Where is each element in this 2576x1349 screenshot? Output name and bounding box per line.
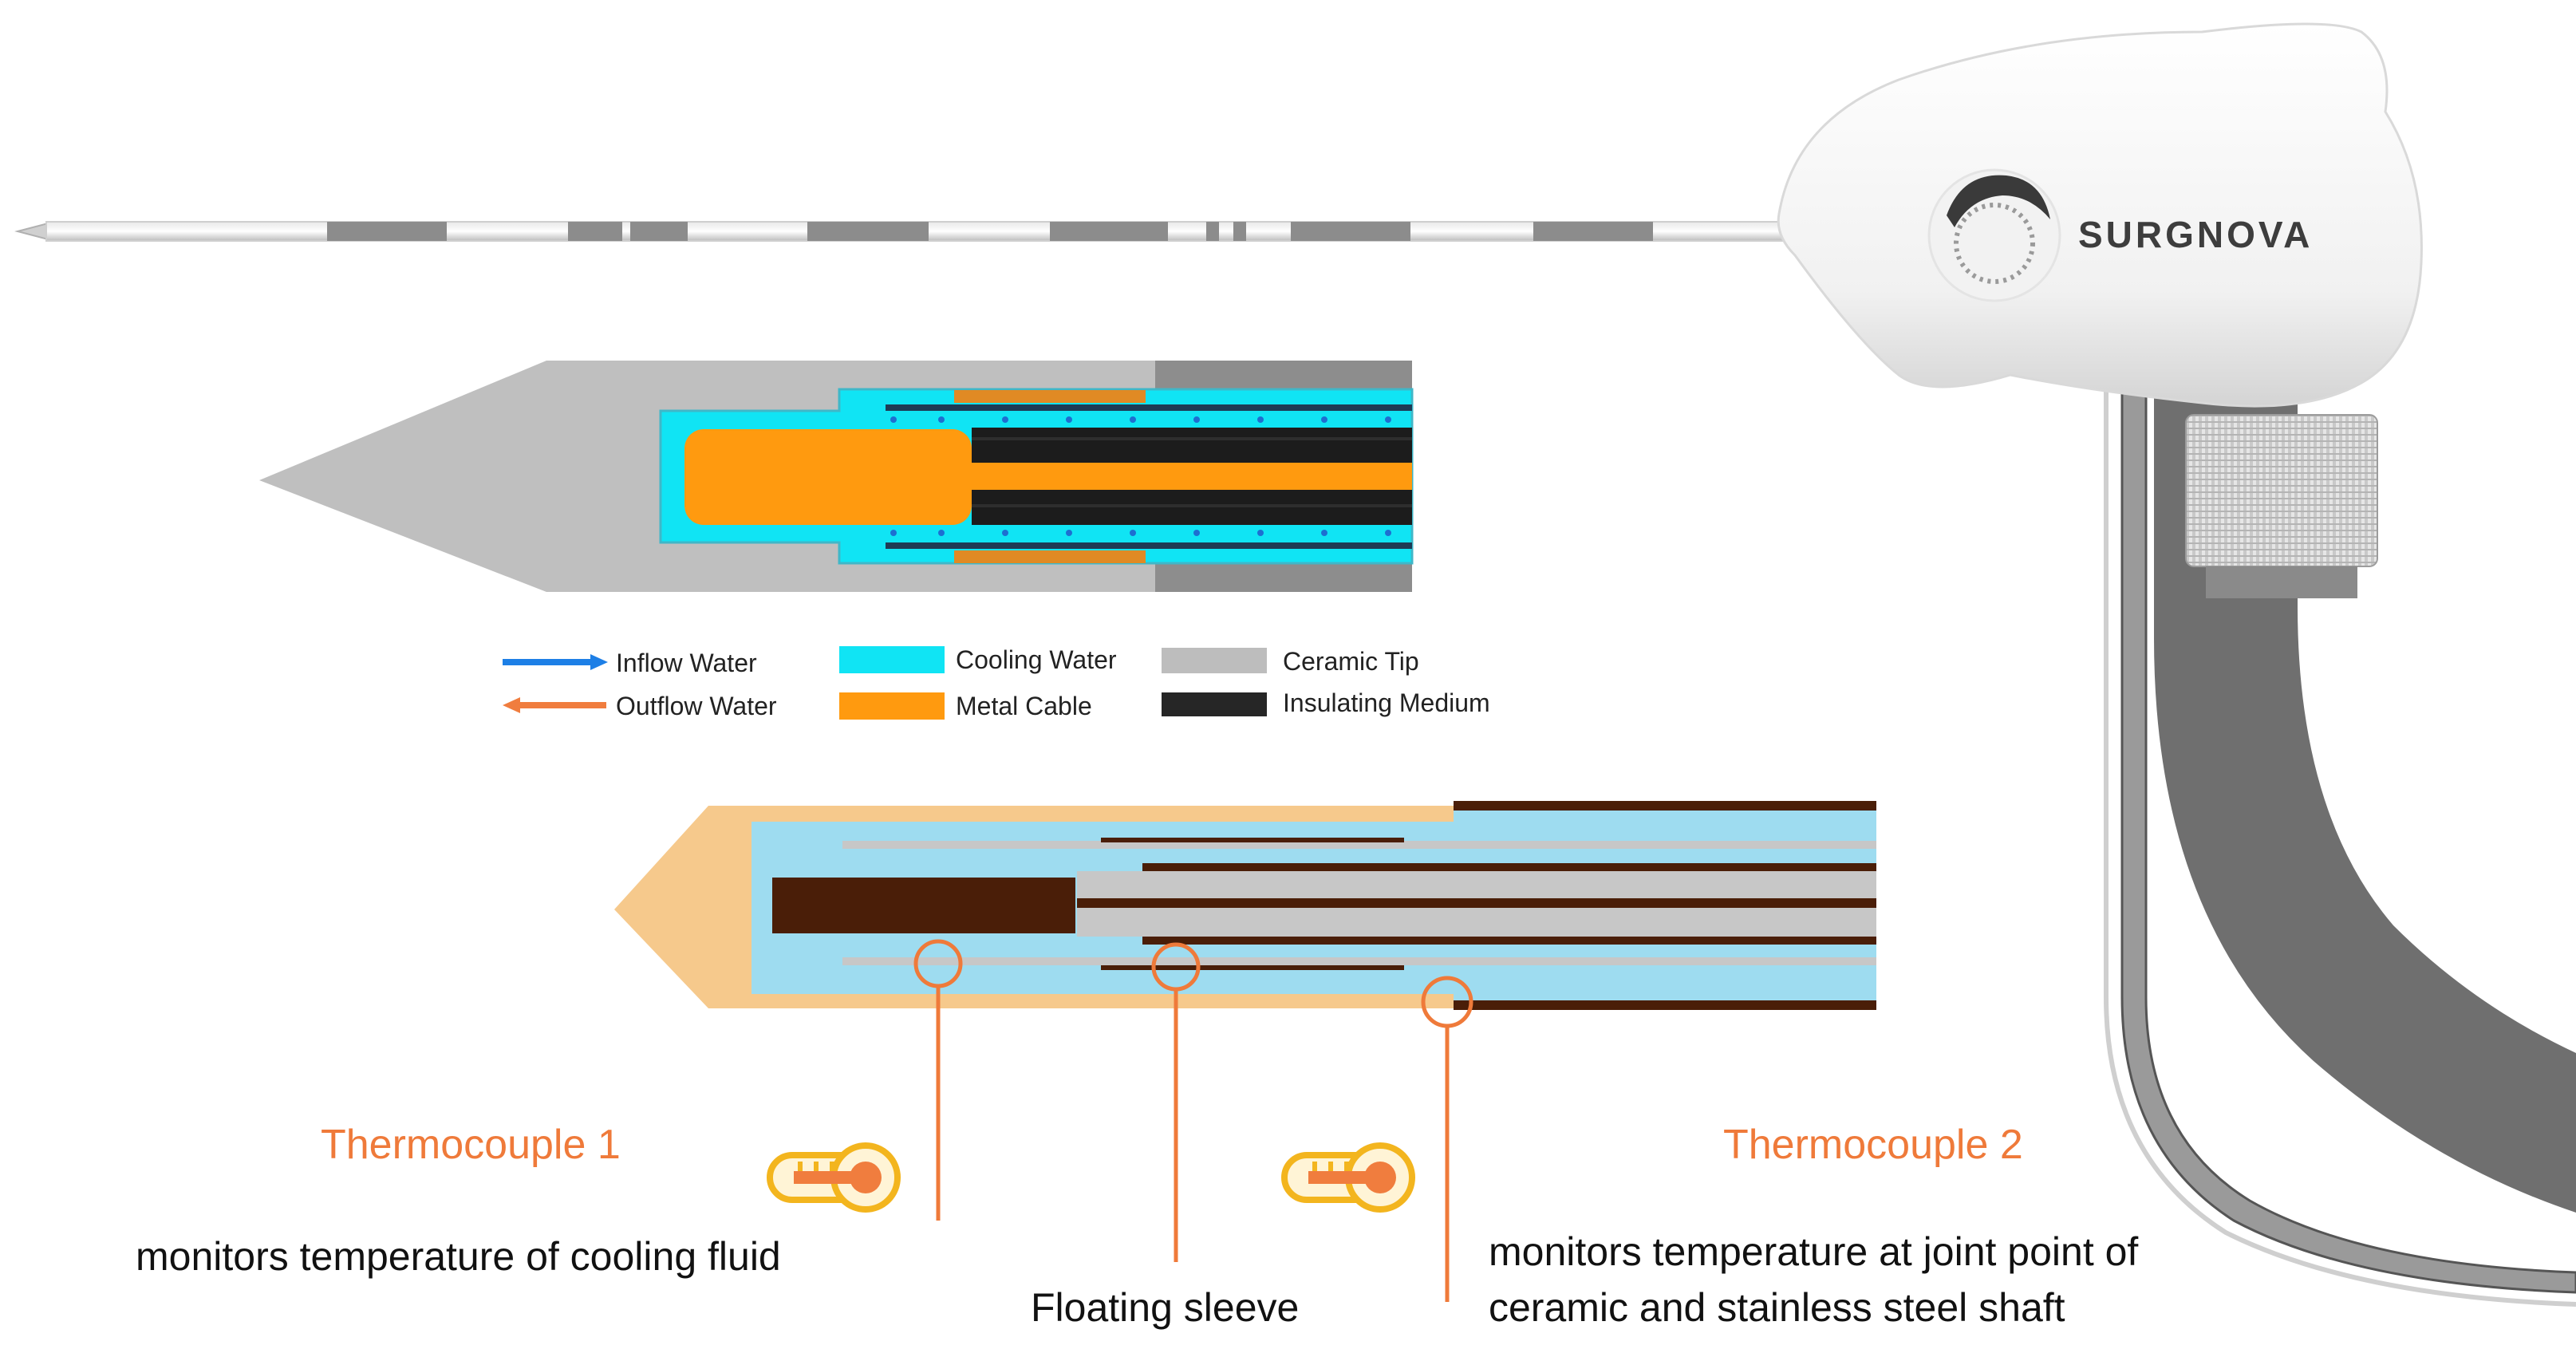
cable-tube [2120,365,2576,1294]
legend-item-metal-cable: Metal Cable [839,692,1092,720]
needle-tip [14,222,49,241]
cross-section-bottom [614,801,1876,1010]
legend-item-cooling-water: Cooling Water [839,645,1117,674]
thermocouple-2-description-line-1: monitors temperature at joint point of [1489,1229,2138,1274]
insulating-medium-upper [972,428,1412,463]
legend: Inflow Water Outflow Water Cooling Water… [503,645,1490,720]
thermometer-icon [767,1142,901,1213]
floating-sleeve-label: Floating sleeve [1031,1285,1299,1330]
legend-item-insulating-medium: Insulating Medium [1162,688,1490,717]
device-handle [1777,22,2423,408]
electrode-core [772,878,1075,933]
callouts [913,939,1473,1302]
surgnova-logo-icon [1927,168,2061,302]
legend-item-ceramic-tip: Ceramic Tip [1162,647,1419,676]
thermometer-icon [1281,1142,1415,1213]
legend-item-inflow-water: Inflow Water [503,649,757,677]
metal-cable-core [684,429,972,525]
knurled-collar [2185,414,2378,567]
legend-label: Metal Cable [956,692,1092,720]
thermocouple-2-title: Thermocouple 2 [1723,1122,2023,1168]
depth-markings [327,222,1653,241]
legend-label: Ceramic Tip [1283,647,1419,676]
legend-label: Inflow Water [616,649,757,677]
legend-item-outflow-water: Outflow Water [503,692,777,720]
thermocouple-1-title: Thermocouple 1 [321,1122,621,1168]
legend-label: Outflow Water [616,692,777,720]
legend-label: Insulating Medium [1283,688,1490,717]
flow-arrows [890,416,1391,536]
needle-device: SURGNOVA [14,22,2576,1307]
cross-section-top [259,361,1414,592]
brand-name: SURGNOVA [2078,214,2313,255]
thermocouple-2-description-line-2: ceramic and stainless steel shaft [1489,1285,2065,1330]
legend-label: Cooling Water [956,645,1117,674]
thermocouple-1-description: monitors temperature of cooling fluid [136,1234,781,1279]
